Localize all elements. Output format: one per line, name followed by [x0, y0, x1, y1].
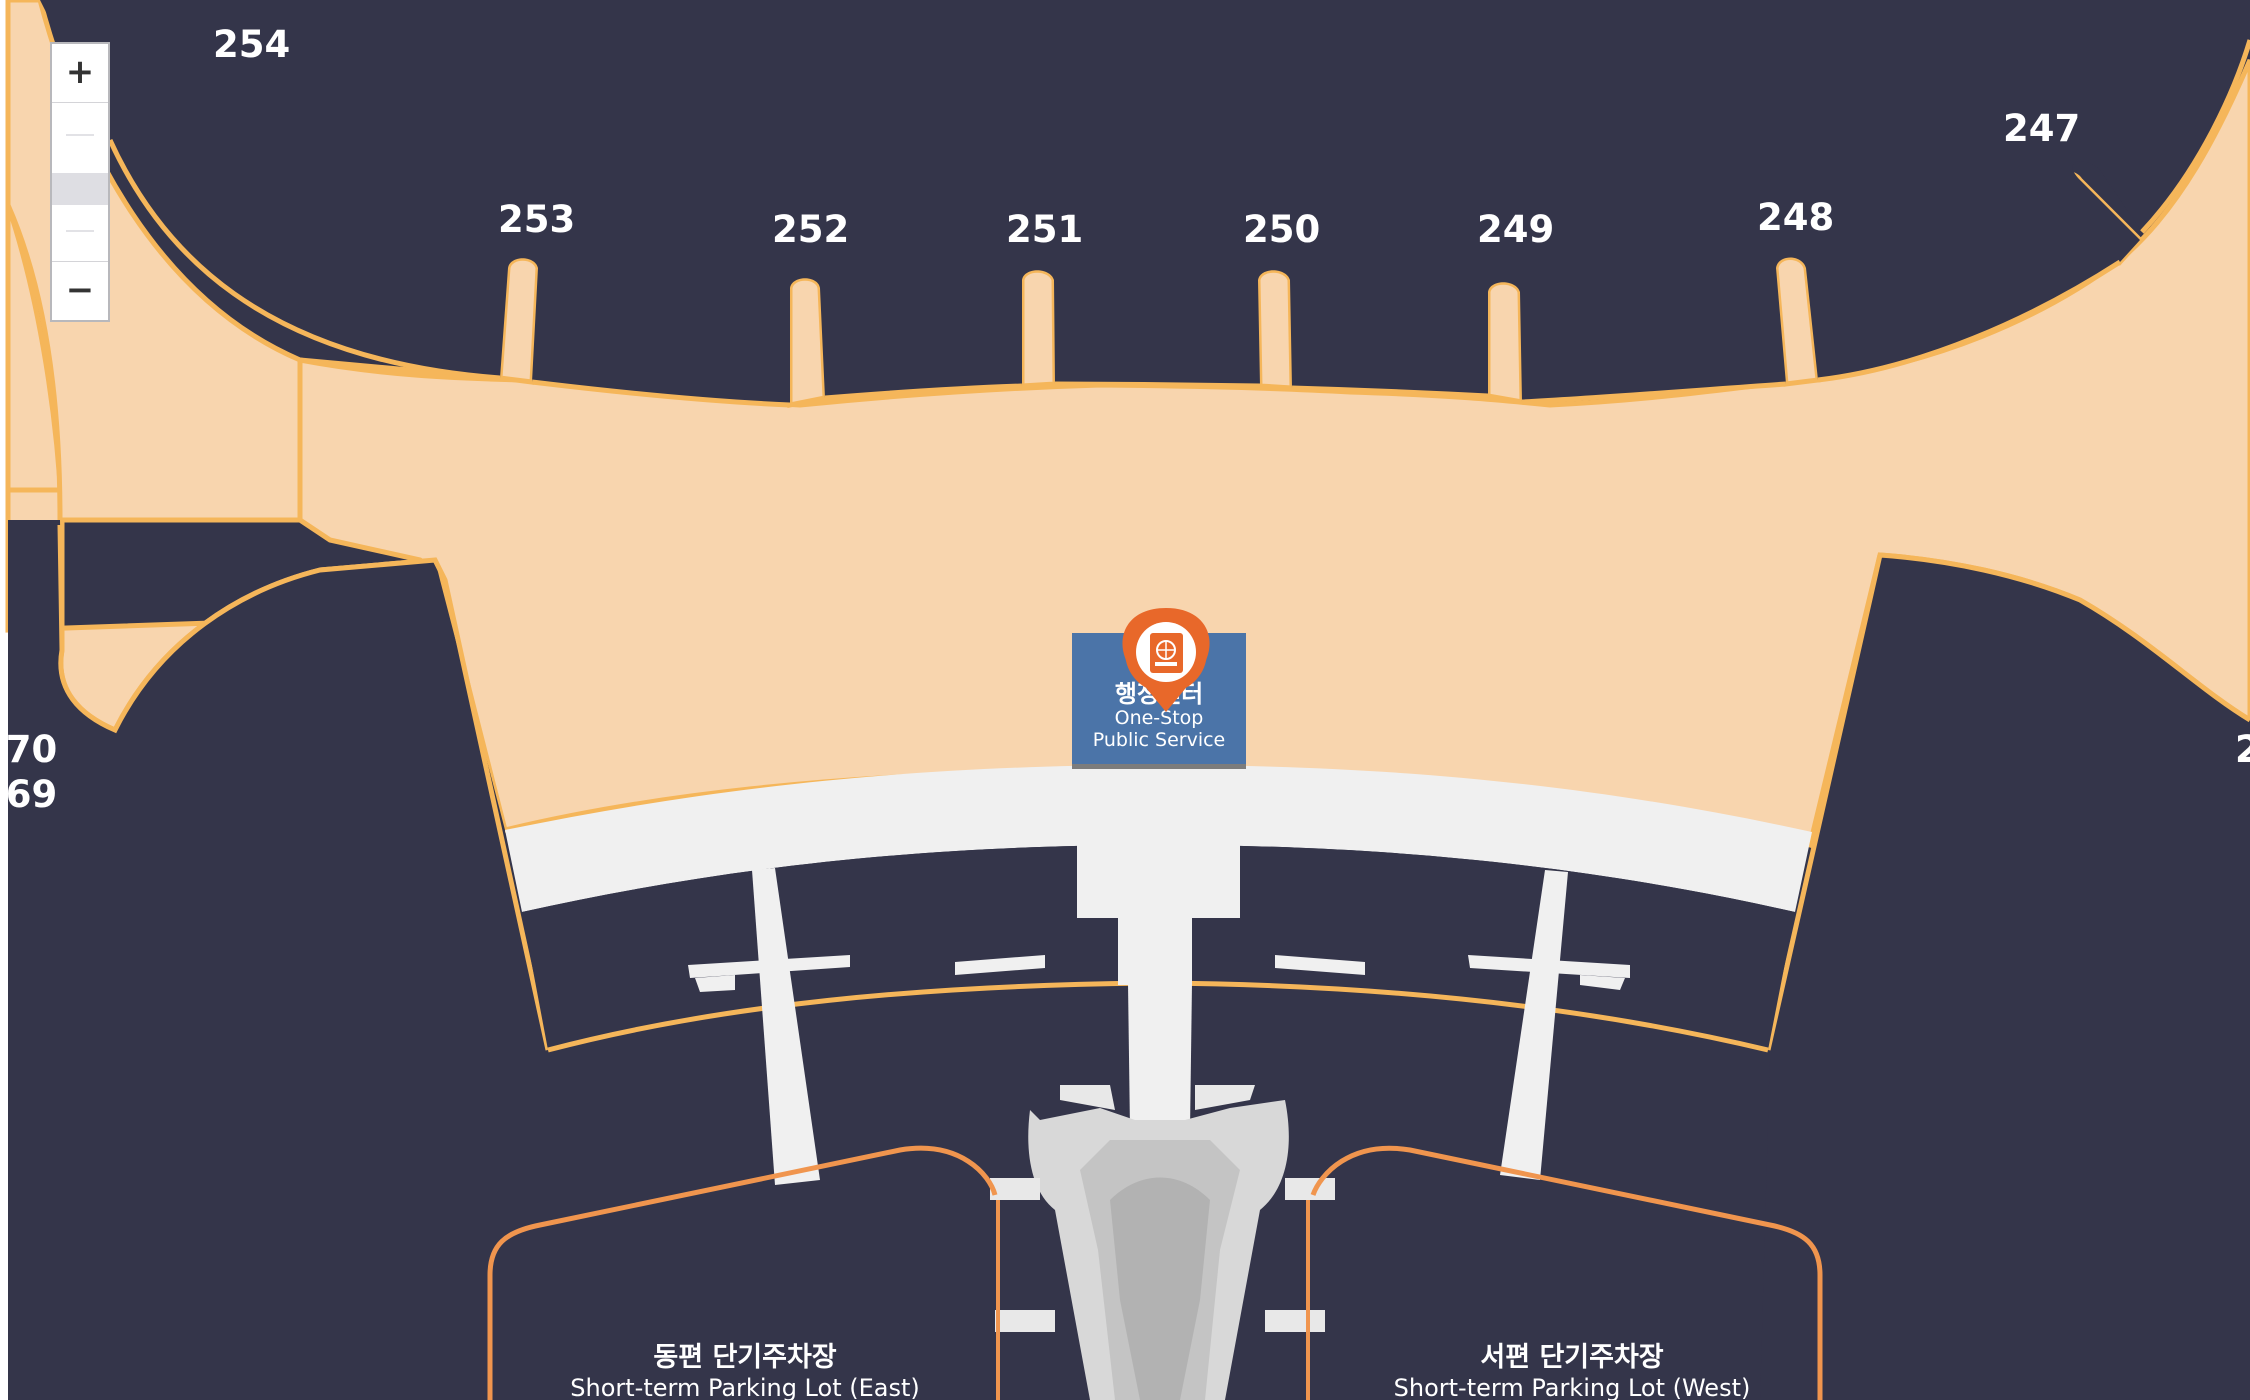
gate-label-251: 251 [1006, 208, 1083, 251]
apron-top [40, 0, 2250, 405]
road-spine [1077, 845, 1240, 985]
departure-road [505, 765, 1812, 912]
lane-markings [688, 955, 1630, 992]
gate-label-249: 249 [1477, 208, 1554, 251]
apron-top-outline [107, 39, 2250, 408]
map-pin-icon[interactable] [1122, 608, 1210, 712]
zoom-slider-track[interactable] [52, 104, 108, 262]
parking-west-label-en: Short-term Parking Lot (West) [1394, 1374, 1751, 1400]
left-pier-apron [8, 520, 505, 1400]
ramp-west [1500, 870, 1568, 1180]
map-left-edge [0, 0, 8, 1400]
right-pier-apron [1760, 555, 2250, 1400]
zoom-in-button[interactable]: + [52, 44, 108, 103]
road-spine-lower [1128, 983, 1192, 1130]
zoom-out-button[interactable]: − [52, 261, 108, 320]
gate-labels: 254 247 253 252 251 250 249 248 270 269 … [0, 23, 2250, 816]
parking-east-label-en: Short-term Parking Lot (East) [570, 1374, 920, 1400]
passport-icon [1150, 633, 1183, 673]
parking-garage-core [1110, 1177, 1210, 1400]
garage-outline [996, 1200, 1310, 1400]
parking-lot-east[interactable] [487, 1145, 998, 1400]
zoom-control: + − [50, 42, 110, 322]
parking-lot-west[interactable] [1310, 1145, 1823, 1400]
right-pier-outline [1765, 552, 2250, 1051]
parking-east-label-ko: 동편 단기주차장 [653, 1342, 836, 1373]
plus-icon: + [65, 52, 95, 92]
gate-finger-250 [1255, 267, 1295, 391]
gate-finger-249 [1485, 279, 1525, 405]
gate-label-2xx: 2 [2235, 728, 2250, 771]
zoom-slider-handle[interactable] [52, 173, 108, 205]
gate-label-252: 252 [772, 208, 849, 251]
gate-label-253: 253 [498, 198, 575, 241]
poi-name-en-line1: One-Stop [1115, 707, 1204, 729]
zoom-tick [66, 134, 94, 136]
gate-finger-252 [787, 275, 828, 409]
gate-label-247: 247 [2003, 107, 2080, 150]
gate-label-270: 270 [0, 728, 57, 771]
poi-name-en-line2: Public Service [1093, 729, 1226, 751]
gate-label-254: 254 [213, 23, 290, 66]
gate-label-250: 250 [1243, 208, 1320, 251]
gate-label-248: 248 [1757, 196, 1834, 239]
gate-finger-251 [1019, 267, 1058, 389]
ramp-east [752, 868, 820, 1185]
poi-label-shadow [1072, 764, 1246, 769]
zoom-tick [66, 230, 94, 232]
parking-west-label-ko: 서편 단기주차장 [1480, 1342, 1663, 1373]
gate-label-269: 269 [0, 773, 57, 816]
left-pier-outline [8, 487, 551, 1051]
minus-icon: − [65, 270, 95, 310]
